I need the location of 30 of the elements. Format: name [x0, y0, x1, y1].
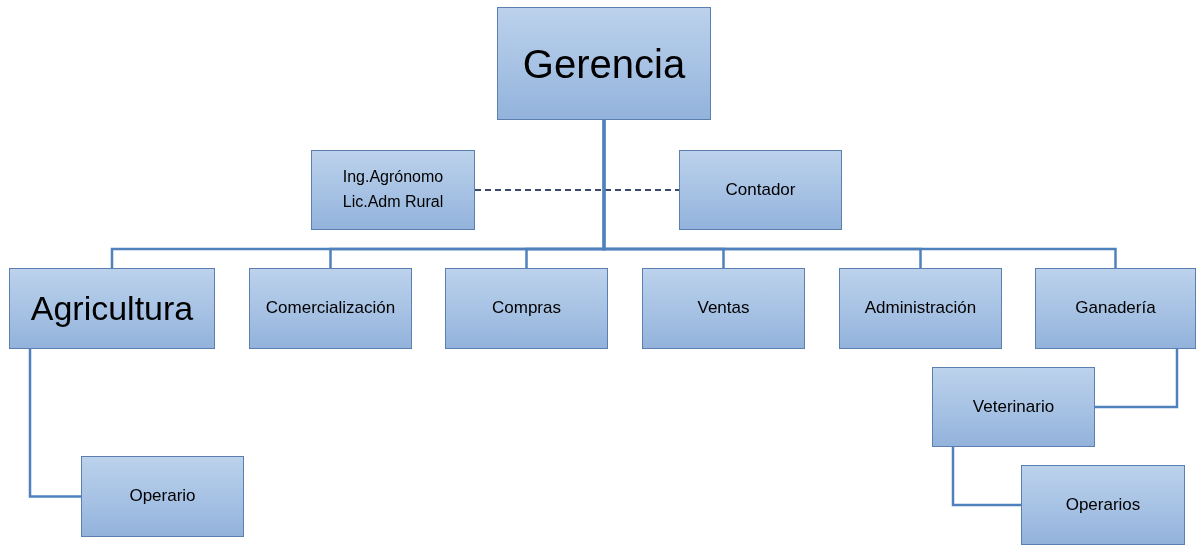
box-label: Lic.Adm Rural — [342, 192, 444, 212]
org-box — [311, 150, 475, 230]
box-label: Compras — [492, 297, 561, 320]
org-box — [81, 456, 244, 537]
connector-line — [951, 447, 1021, 507]
box-label: Veterinario — [972, 395, 1055, 418]
box-label: Ganadería — [1075, 297, 1156, 320]
org-box — [1021, 465, 1185, 545]
org-box — [497, 7, 711, 120]
box-label: Contador — [725, 178, 796, 201]
org-box — [839, 268, 1002, 349]
connector-line — [1095, 349, 1179, 409]
box-label: Comercialización — [265, 297, 396, 320]
dashed-connector — [474, 189, 680, 191]
box-label: Ventas — [697, 297, 750, 320]
box-label: Administración — [864, 297, 977, 320]
connector-line — [602, 120, 1117, 268]
box-label: Operarios — [1065, 493, 1141, 516]
org-box — [1035, 268, 1196, 349]
box-label: Ing.Agrónomo — [342, 167, 444, 188]
box-label: Gerencia — [522, 41, 686, 86]
org-box — [9, 268, 215, 349]
org-box — [679, 150, 842, 230]
org-box — [642, 268, 805, 349]
org-box — [249, 268, 412, 349]
org-box — [932, 367, 1095, 447]
connector-line — [28, 349, 81, 498]
box-label: Agricultura — [30, 289, 194, 328]
org-box — [445, 268, 608, 349]
box-label: Operario — [129, 485, 196, 508]
